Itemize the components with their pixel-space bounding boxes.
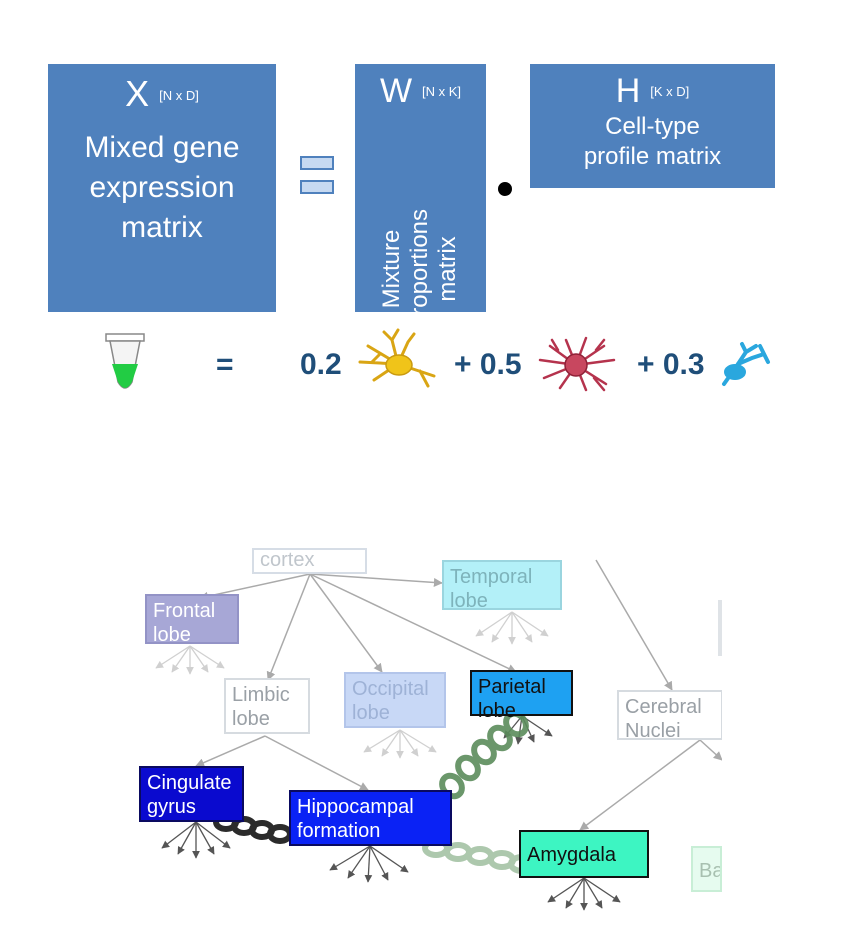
matrix-h-label: Cell-type profile matrix (583, 113, 722, 170)
node-limbic-lobe: Limbic lobe (224, 678, 310, 734)
node-amygdala: Amygdala (519, 830, 649, 878)
node-occipital-lobe: Occipital lobe (344, 672, 446, 728)
matrix-x-label: Mixed gene expression matrix (84, 131, 240, 244)
node-parietal-lobe: Parietal lobe (470, 670, 573, 722)
coefficient-2: + 0.5 (454, 348, 522, 381)
cell-type-profile-matrix-box: H [K x D] Cell-type profile matrix (530, 64, 775, 188)
red-astrocyte-icon (538, 336, 616, 392)
matrix-h-symbol: H (615, 72, 641, 110)
node-cortex: cortex (252, 548, 367, 574)
tree-edges (195, 559, 723, 831)
mixed-expression-matrix-box: X [N x D] Mixed gene expression matrix (48, 64, 276, 312)
node-cerebral-nuclei: Cerebral Nuclei (617, 690, 723, 742)
equals-bar-top (300, 156, 334, 170)
yellow-neuron-icon (358, 328, 436, 388)
node-ba: Ba (691, 846, 722, 892)
test-tube-icon (105, 333, 145, 389)
tree-image-edge (722, 558, 856, 918)
cyan-cell-icon (722, 342, 770, 386)
node-cingulate-gyrus: Cingulate gyrus (139, 766, 244, 822)
matrix-x-dim: [N x D] (159, 88, 199, 103)
mixture-proportions-matrix-box: W[N x K] Mixture proportions matrix (355, 64, 486, 329)
equals-bar-bottom (300, 180, 334, 194)
coefficient-1: 0.2 (300, 348, 342, 381)
node-frontal-lobe: Frontal lobe (145, 594, 239, 646)
node-temporal-lobe: Temporal lobe (442, 560, 562, 612)
coefficient-3: + 0.3 (637, 348, 705, 381)
matrix-h-dim: [K x D] (650, 84, 690, 99)
dot-product-symbol (498, 182, 512, 196)
matrix-x-symbol: X (125, 73, 150, 114)
matrix-w-dim: [N x K] (422, 84, 462, 99)
node-hippocampal-formation: Hippocampal formation (289, 790, 452, 846)
equation-equals: = (216, 348, 234, 381)
arrow-fans-faint (155, 611, 549, 759)
node-clipped-edge (718, 600, 722, 656)
matrix-w-symbol: W (379, 72, 413, 110)
